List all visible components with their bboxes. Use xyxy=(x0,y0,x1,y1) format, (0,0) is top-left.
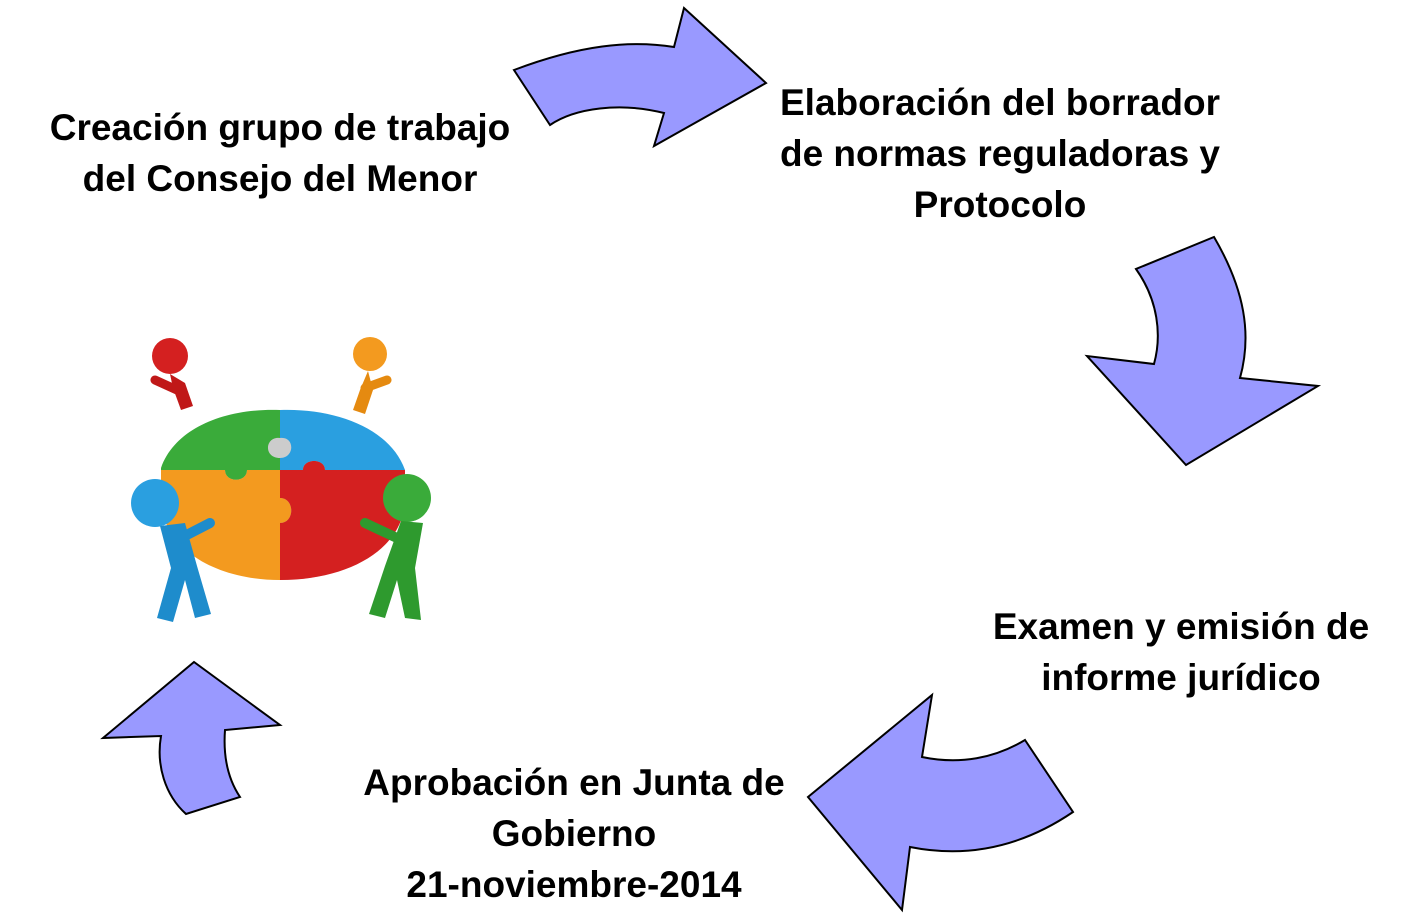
orange-figure xyxy=(353,337,392,414)
step-draft-regulations: Elaboración del borrador de normas regul… xyxy=(735,77,1265,230)
step-line: Aprobación en Junta de xyxy=(363,762,785,803)
blue-figure xyxy=(131,479,215,622)
step-line: Gobierno xyxy=(491,813,657,854)
step-line: informe jurídico xyxy=(1041,657,1321,698)
step-line: Protocolo xyxy=(913,184,1087,225)
arrow-right xyxy=(512,6,768,149)
arrow-left xyxy=(806,692,1075,913)
step-line: de normas reguladoras y xyxy=(779,133,1221,174)
puzzle-disc xyxy=(161,409,405,580)
step-line: Elaboración del borrador xyxy=(780,82,1220,123)
team-puzzle-illustration xyxy=(131,337,431,622)
red-figure xyxy=(150,338,193,410)
green-figure xyxy=(360,474,431,620)
arrow-up xyxy=(100,660,283,816)
step-board-approval: Aprobación en Junta de Gobierno 21-novie… xyxy=(300,757,848,910)
step-line: Creación grupo de trabajo xyxy=(49,107,511,148)
step-create-working-group: Creación grupo de trabajo del Consejo de… xyxy=(0,102,560,204)
arrow-down xyxy=(1084,235,1322,467)
step-line: del Consejo del Menor xyxy=(82,158,478,199)
step-legal-review: Examen y emisión de informe jurídico xyxy=(950,601,1404,703)
step-line: 21-noviembre-2014 xyxy=(406,864,742,905)
step-line: Examen y emisión de xyxy=(992,606,1370,647)
